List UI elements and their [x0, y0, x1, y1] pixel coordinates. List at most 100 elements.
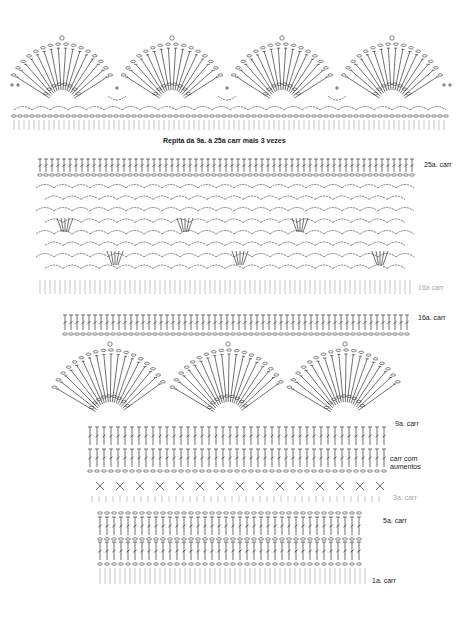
chain-stitch [273, 538, 278, 540]
double-crochet-top [196, 517, 200, 518]
double-crochet-bar [200, 164, 203, 166]
double-crochet-top [237, 315, 241, 316]
foundation-tick [119, 120, 120, 130]
double-crochet-bar [196, 525, 199, 527]
chain-stitch [372, 115, 377, 117]
chain-stitch [249, 470, 254, 472]
double-crochet-bar [249, 435, 252, 437]
chain-stitch [92, 55, 97, 57]
double-crochet-bar [44, 164, 47, 166]
chain-stitch [438, 74, 443, 76]
double-crochet-top [266, 542, 270, 543]
fan-stitch-top [91, 59, 94, 60]
chain-arc [126, 185, 144, 189]
chain-stitch [368, 174, 373, 176]
chain-arc [279, 219, 297, 223]
chain-stitch [86, 174, 91, 176]
chain-arc [63, 265, 81, 269]
chain-stitch [261, 333, 266, 335]
double-crochet-top [129, 315, 133, 316]
foundation-tick [358, 496, 359, 502]
fan-stitch-top [71, 49, 74, 50]
foundation-tick [155, 496, 156, 502]
chain-stitch [140, 512, 145, 514]
double-crochet-top [168, 517, 172, 518]
fan-stitch [293, 70, 323, 96]
chain-stitch [165, 470, 170, 472]
double-crochet-bar [152, 164, 155, 166]
double-crochet-top [231, 517, 235, 518]
chain-stitch [351, 60, 356, 62]
double-crochet-top [186, 449, 190, 450]
double-crochet-top [230, 159, 234, 160]
double-crochet-top [308, 159, 312, 160]
double-crochet-bar [38, 164, 41, 166]
double-crochet-top [270, 449, 274, 450]
chain-arc [81, 242, 99, 246]
double-crochet-top [189, 517, 193, 518]
chain-stitch [18, 115, 23, 117]
double-crochet-bar [266, 525, 269, 527]
chain-arc [72, 208, 90, 212]
double-crochet-top [361, 427, 365, 428]
chain-arc [297, 242, 315, 246]
double-crochet-top [152, 159, 156, 160]
chain-stitch [47, 88, 52, 90]
double-crochet-top [95, 427, 99, 428]
double-crochet-bar [214, 457, 217, 459]
foundation-tick [389, 120, 390, 130]
double-crochet-bar [296, 164, 299, 166]
double-crochet-bar [140, 550, 143, 552]
fan-stitch-top [117, 354, 120, 355]
chain-arc [171, 196, 189, 200]
fan-stitch-top [181, 49, 184, 50]
fan-stitch [230, 355, 236, 403]
chain-arc [342, 208, 360, 212]
fan-stitch-top [255, 362, 258, 363]
chain-stitch [204, 353, 209, 355]
fan-stitch-top [250, 59, 253, 60]
chain-stitch [212, 174, 217, 176]
chain-stitch [87, 333, 92, 335]
chain-stitch [175, 512, 180, 514]
double-crochet-top [242, 449, 246, 450]
foundation-tick [400, 280, 401, 294]
double-crochet-bar [111, 321, 114, 323]
double-crochet-bar [339, 321, 342, 323]
chain-stitch [143, 50, 148, 52]
double-crochet-bar [161, 550, 164, 552]
double-crochet-bar [238, 550, 241, 552]
chain-stitch [30, 115, 35, 117]
fan-stitch-top [212, 70, 215, 71]
double-crochet-bar [249, 321, 252, 323]
chain-stitch [72, 115, 77, 117]
chain-stitch [120, 115, 125, 117]
chain-stitch [321, 353, 326, 355]
chain-stitch [253, 50, 258, 52]
fan-stitch-top [213, 355, 216, 356]
chain-stitch [165, 333, 170, 335]
double-crochet-top [200, 449, 204, 450]
chain-stitch [330, 115, 335, 117]
foundation-tick [215, 280, 216, 294]
chain-stitch [366, 115, 371, 117]
chain-stitch [299, 47, 304, 49]
foundation-tick [285, 280, 286, 294]
chain-stitch [378, 115, 383, 117]
double-crochet-top [147, 517, 151, 518]
chain-stitch [270, 470, 275, 472]
foundation-tick [220, 280, 221, 294]
chain-stitch [215, 398, 220, 400]
foundation-tick [114, 120, 115, 130]
fan-stitch-top [60, 382, 63, 383]
chain-arc [288, 254, 306, 258]
chain-arc [396, 231, 414, 235]
chain-stitch [86, 353, 91, 355]
chain-arc [90, 231, 108, 235]
chain-stitch [291, 44, 296, 46]
fan-stitch [173, 48, 176, 90]
chain-arc [14, 107, 32, 111]
double-crochet-top [398, 159, 402, 160]
double-crochet-bar [207, 321, 210, 323]
double-crochet-top [201, 315, 205, 316]
